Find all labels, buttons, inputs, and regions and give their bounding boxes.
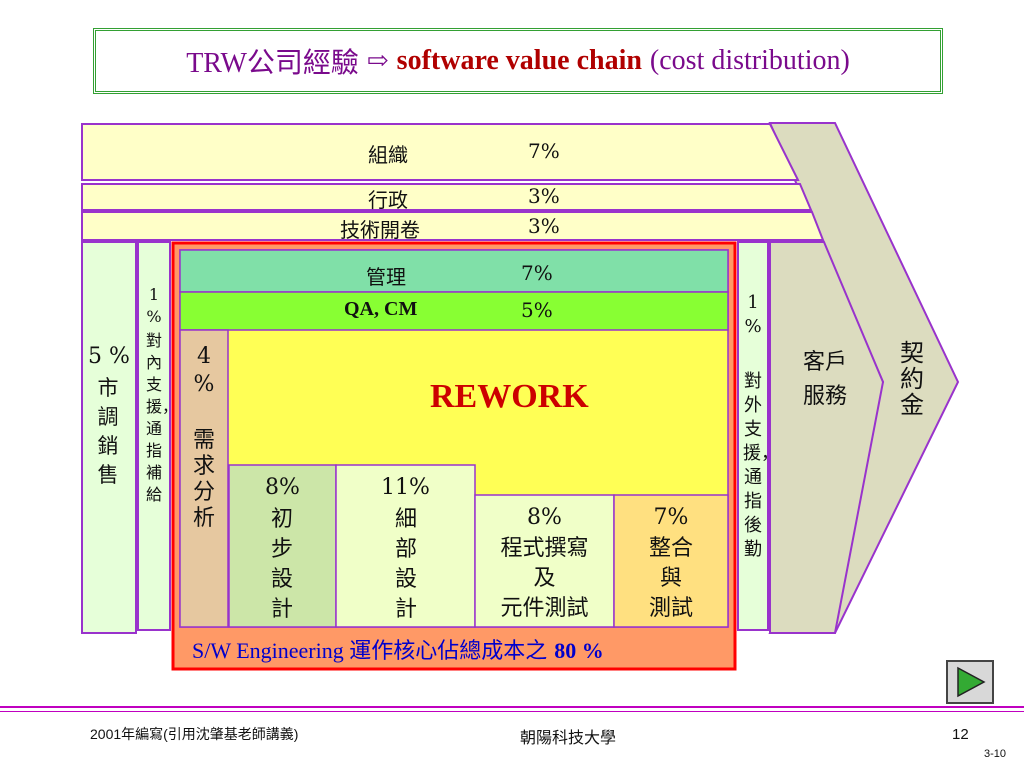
- external-pct: 1: [747, 292, 759, 313]
- mgmt-pct: 7%: [521, 261, 553, 285]
- title-sub: (cost distribution): [649, 45, 850, 76]
- summary-en: S/W Engineering: [192, 638, 350, 663]
- footer-divider: [0, 706, 1024, 708]
- external-label: 對外支援，通指後勤: [743, 371, 779, 560]
- row-tech-label: 技術開卷: [340, 218, 420, 242]
- row-admin-label: 行政: [368, 188, 408, 212]
- customer-label: 客戶服務: [802, 350, 847, 409]
- summary-zh: 運作核心佔總成本之: [349, 639, 555, 664]
- slide-number: 3-10: [984, 748, 1007, 760]
- row-org-shape: [81, 123, 800, 181]
- req-label: 需求分析: [193, 428, 216, 531]
- row-tech-pct: 3%: [528, 214, 560, 238]
- integ-line3: 測試: [648, 596, 693, 621]
- row-admin-pct: 3%: [528, 184, 560, 208]
- prelim-label: 初步設計: [270, 507, 293, 622]
- integ-line1: 整合: [648, 536, 693, 561]
- summary-line: S/W Engineering 運作核心佔總成本之 80 %: [192, 633, 604, 665]
- detail-label: 細部設計: [394, 507, 417, 622]
- row-admin-shape: [81, 183, 813, 211]
- row-org-pct: 7%: [528, 139, 560, 163]
- customer-shape: [769, 241, 885, 634]
- contract-label: 契約金: [900, 339, 924, 419]
- row-org-label: 組織: [368, 143, 408, 167]
- integ-shape: [613, 494, 729, 628]
- title-company: TRW公司經驗: [186, 48, 359, 79]
- internal-support-shape: [137, 241, 171, 631]
- qa-pct: 5%: [521, 298, 553, 322]
- slide-title: TRW公司經驗 ⇨ software value chain (cost dis…: [93, 28, 943, 94]
- mgmt-label: 管理: [366, 265, 406, 289]
- row-tech-shape: [81, 211, 825, 241]
- marketing-pct: 5 %: [88, 344, 130, 369]
- qa-label: QA, CM: [344, 298, 418, 320]
- coding-line2: 及: [533, 566, 556, 591]
- coding-line1: 程式撰寫: [500, 536, 589, 561]
- req-shape: [179, 329, 229, 628]
- mgmt-shape: [179, 249, 729, 293]
- external-support-shape: [737, 241, 769, 631]
- internal-pct-sign: %: [146, 307, 162, 326]
- page-number: 12: [952, 726, 969, 743]
- footer-school: 朝陽科技大學: [520, 730, 617, 747]
- internal-pct: 1: [148, 285, 160, 304]
- prelim-pct: 8%: [265, 475, 300, 500]
- rework-label: REWORK: [430, 378, 589, 415]
- footer-divider-thin: [0, 711, 1024, 712]
- marketing-shape: [81, 241, 137, 634]
- prelim-shape: [228, 464, 337, 628]
- marketing-label: 市調銷售: [97, 376, 119, 487]
- req-pct-sign: %: [193, 372, 215, 397]
- title-main: software value chain: [396, 45, 642, 76]
- summary-pct: 80 %: [554, 638, 604, 663]
- external-pct-sign: %: [744, 316, 762, 337]
- qa-shape: [179, 291, 729, 331]
- coding-shape: [474, 494, 615, 628]
- detail-pct: 11%: [381, 475, 430, 500]
- integ-pct: 7%: [653, 505, 689, 530]
- next-slide-button[interactable]: [946, 660, 994, 704]
- play-icon: [957, 666, 986, 698]
- req-pct: 4: [197, 344, 211, 369]
- coding-pct: 8%: [527, 505, 562, 530]
- internal-label: 對內支援，通指補給: [146, 331, 179, 504]
- coding-line3: 元件測試: [500, 596, 589, 621]
- detail-shape: [335, 464, 476, 628]
- footer-note: 2001年編寫(引用沈肇基老師講義): [90, 726, 299, 742]
- arrow-icon: ⇨: [366, 46, 389, 76]
- integ-line2: 與: [659, 566, 682, 591]
